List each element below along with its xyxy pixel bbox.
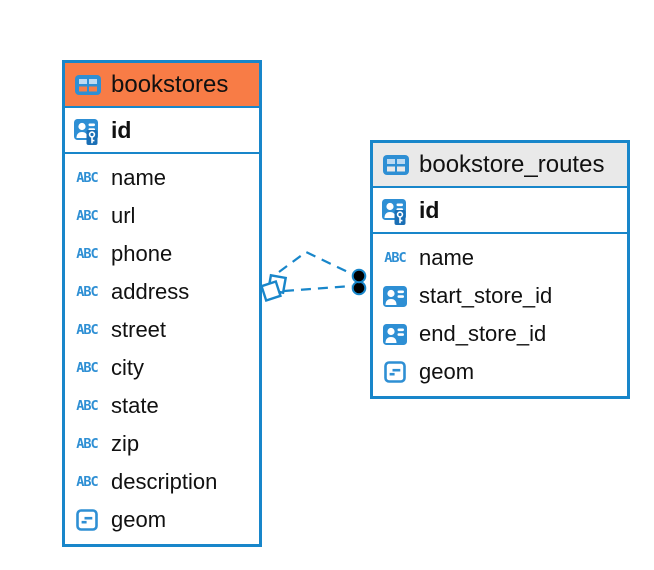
table-bookstores-header[interactable]: bookstores xyxy=(65,63,259,108)
table-title: bookstores xyxy=(111,70,229,98)
column-row-description[interactable]: ABC description xyxy=(65,463,259,501)
text-type-icon: ABC xyxy=(76,208,98,224)
reference-icon xyxy=(381,286,409,307)
primary-key-icon xyxy=(73,115,101,145)
table-icon xyxy=(382,155,410,175)
table-bookstores[interactable]: bookstores id ABC name ABC url ABC phone xyxy=(62,60,262,547)
column-label: address xyxy=(111,279,190,304)
relationship-target-marker[interactable] xyxy=(351,268,367,284)
text-type-icon: ABC xyxy=(76,246,98,262)
column-label: end_store_id xyxy=(419,321,547,346)
text-type-icon: ABC xyxy=(384,250,406,266)
column-label: geom xyxy=(419,359,475,384)
column-row-street[interactable]: ABC street xyxy=(65,311,259,349)
relationship-line[interactable] xyxy=(283,284,353,293)
column-row-id[interactable]: id xyxy=(373,188,627,232)
text-type-icon: ABC xyxy=(76,474,98,490)
column-row-name[interactable]: ABC name xyxy=(373,239,627,277)
column-label: start_store_id xyxy=(419,283,553,308)
column-row-phone[interactable]: ABC phone xyxy=(65,235,259,273)
geometry-type-icon xyxy=(381,361,409,383)
column-row-name[interactable]: ABC name xyxy=(65,159,259,197)
column-label: description xyxy=(111,469,218,494)
column-row-zip[interactable]: ABC zip xyxy=(65,425,259,463)
column-label: city xyxy=(111,355,144,380)
columns-section: ABC name ABC url ABC phone ABC address A… xyxy=(65,154,259,544)
column-label: name xyxy=(419,245,475,270)
column-label: zip xyxy=(111,431,140,456)
column-row-url[interactable]: ABC url xyxy=(65,197,259,235)
text-type-icon: ABC xyxy=(76,398,98,414)
column-label: geom xyxy=(111,507,167,532)
column-label: url xyxy=(111,203,136,228)
column-row-end-store-id[interactable]: end_store_id xyxy=(373,315,627,353)
column-label: phone xyxy=(111,241,173,266)
column-label: name xyxy=(111,165,167,190)
text-type-icon: ABC xyxy=(76,360,98,376)
relationship-source-marker[interactable] xyxy=(266,273,288,295)
column-label: id xyxy=(111,116,132,143)
relationship-target-marker[interactable] xyxy=(351,280,367,296)
geometry-type-icon xyxy=(73,509,101,531)
column-row-start-store-id[interactable]: start_store_id xyxy=(373,277,627,315)
text-type-icon: ABC xyxy=(76,436,98,452)
column-row-address[interactable]: ABC address xyxy=(65,273,259,311)
reference-icon xyxy=(381,324,409,345)
relationship-source-marker[interactable] xyxy=(260,280,282,302)
column-label: street xyxy=(111,317,167,342)
primary-key-icon xyxy=(381,195,409,225)
table-bookstore-routes-header[interactable]: bookstore_routes xyxy=(373,143,627,188)
column-label: id xyxy=(419,196,440,223)
columns-section: ABC name start_store_id end_store_id ge xyxy=(373,234,627,396)
text-type-icon: ABC xyxy=(76,170,98,186)
relationship-line[interactable] xyxy=(278,250,353,275)
column-label: state xyxy=(111,393,159,418)
column-row-state[interactable]: ABC state xyxy=(65,387,259,425)
table-title: bookstore_routes xyxy=(419,150,605,178)
column-row-geom[interactable]: geom xyxy=(373,353,627,391)
text-type-icon: ABC xyxy=(76,284,98,300)
table-bookstore-routes[interactable]: bookstore_routes id ABC name start_store… xyxy=(370,140,630,399)
column-row-id[interactable]: id xyxy=(65,108,259,152)
column-row-city[interactable]: ABC city xyxy=(65,349,259,387)
column-row-geom[interactable]: geom xyxy=(65,501,259,539)
text-type-icon: ABC xyxy=(76,322,98,338)
primary-key-section: id xyxy=(373,188,627,234)
primary-key-section: id xyxy=(65,108,259,154)
table-icon xyxy=(74,75,102,95)
